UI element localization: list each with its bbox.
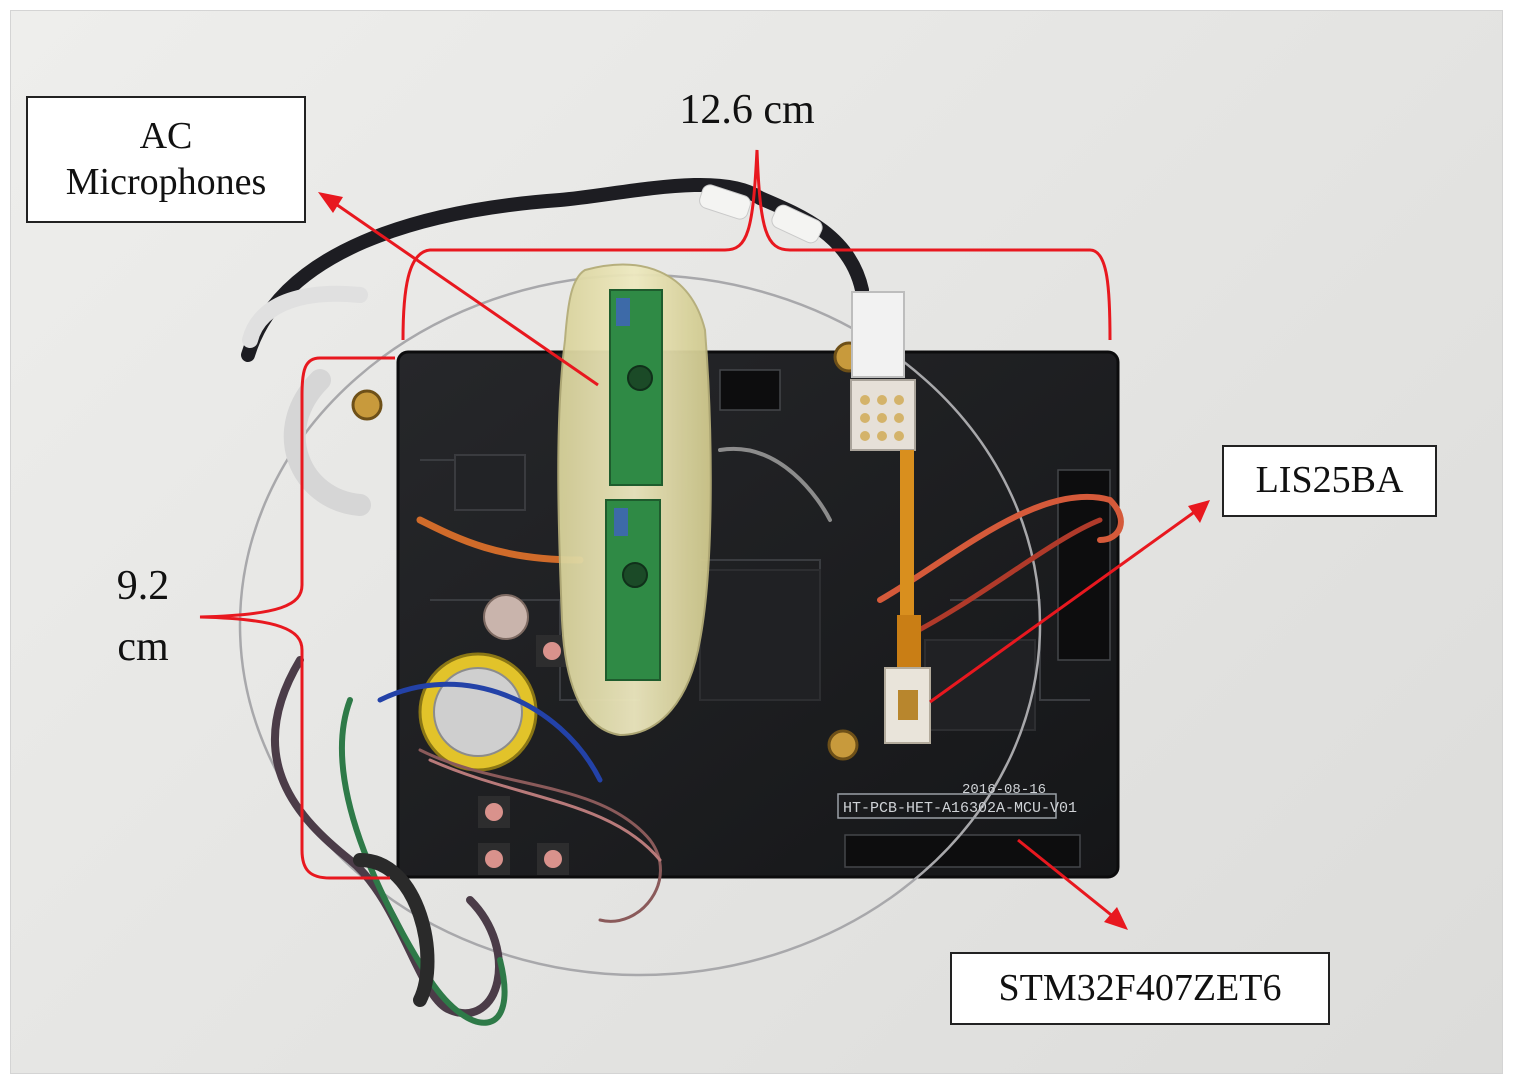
pcb-id-text: HT-PCB-HET-A16302A-MCU-V01 — [843, 800, 1077, 817]
height-dimension-value: 9.2 — [116, 563, 170, 609]
arrow-stm32 — [1017, 838, 1121, 924]
label-lis25ba: LIS25BA — [1222, 445, 1437, 517]
height-bracket — [199, 356, 395, 880]
microphone-assembly — [557, 263, 712, 737]
label-ac-microphones-line1: AC — [139, 114, 193, 157]
arrowhead-ac-microphones — [318, 192, 343, 213]
white-connector — [699, 184, 916, 451]
coin-battery — [418, 652, 538, 772]
label-ac-microphones: AC Microphones — [26, 96, 306, 223]
push-buttons — [478, 635, 569, 875]
pcb-date-text: 2016-08-16 — [962, 782, 1046, 798]
arrowhead-stm32 — [1104, 907, 1128, 930]
pcb-traces — [420, 454, 1090, 731]
arrowhead-lis25ba — [1188, 500, 1210, 523]
width-dimension-label: 12.6 cm — [679, 87, 815, 133]
cables — [241, 177, 1124, 1026]
label-stm32: STM32F407ZET6 — [950, 952, 1330, 1025]
label-ac-microphones-line2: Microphones — [65, 160, 267, 203]
arrow-lis25ba — [929, 506, 1201, 704]
width-bracket — [401, 149, 1112, 341]
flex-cable — [884, 450, 931, 744]
pcb-silkscreen: 2016-08-16 HT-PCB-HET-A16302A-MCU-V01 — [837, 782, 1077, 819]
annotations — [199, 149, 1201, 924]
height-dimension-unit: cm — [117, 623, 169, 670]
arrowheads — [318, 192, 1210, 930]
buzzer — [483, 594, 529, 640]
height-dimension-label: 9.2 cm — [88, 556, 198, 678]
arrow-ac-microphones — [329, 198, 599, 387]
